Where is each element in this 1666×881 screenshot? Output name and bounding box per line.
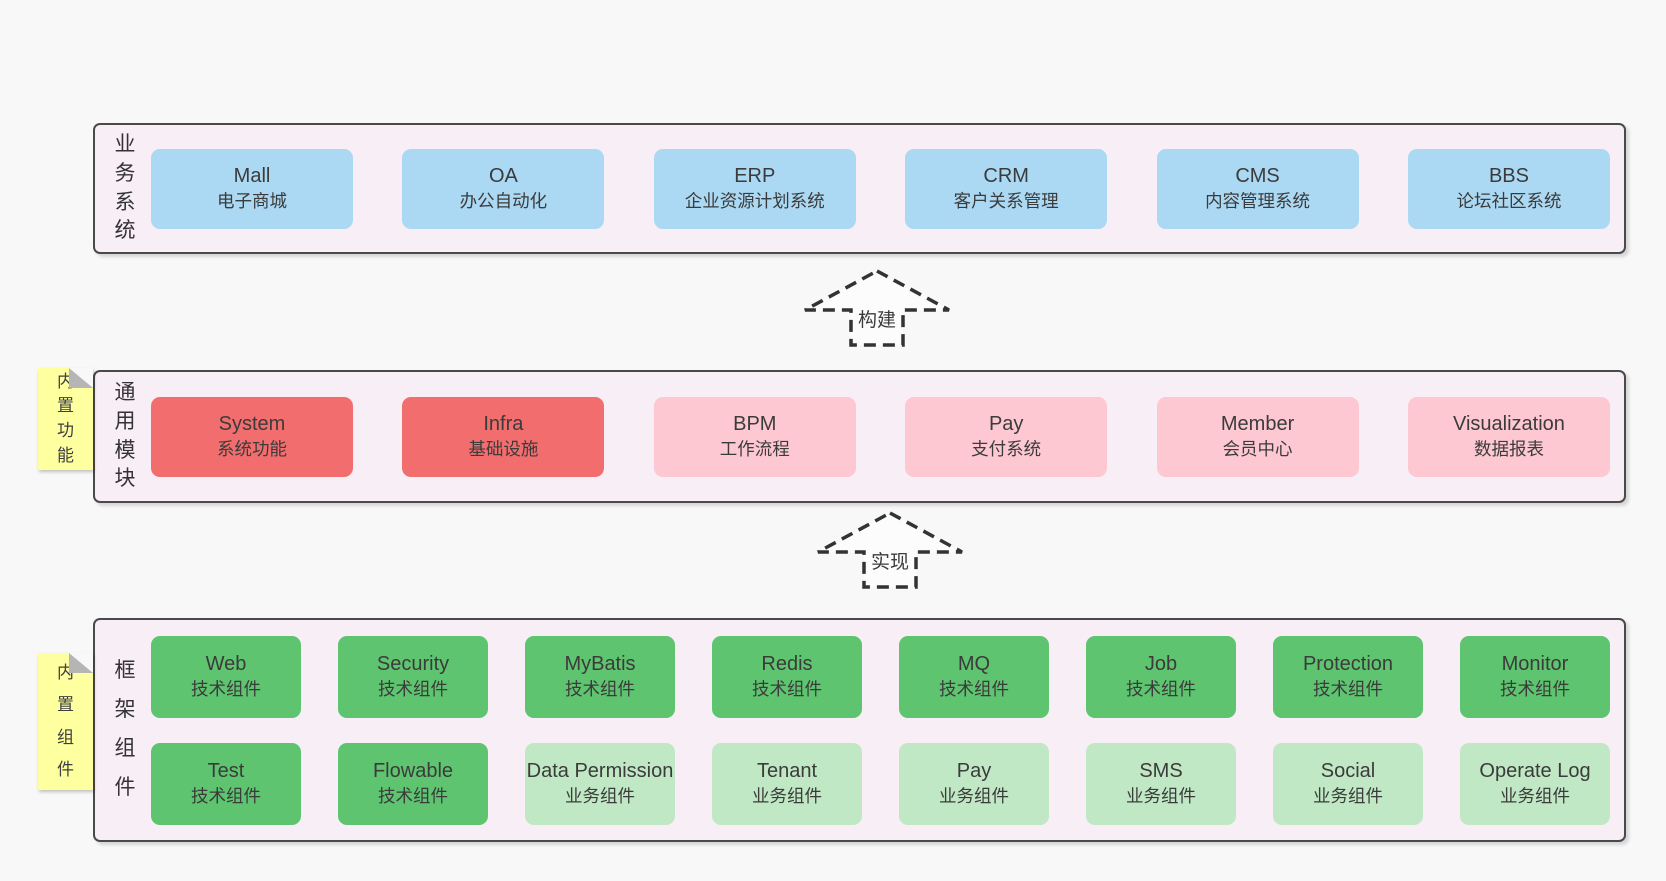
component-box-redis: Redis 技术组件: [712, 635, 862, 718]
component-box-operate-log: Operate Log 业务组件: [1460, 742, 1610, 825]
component-box-pay: Pay 业务组件: [899, 742, 1049, 825]
panel-label-business: 业务系统: [114, 132, 136, 243]
component-box-sms: SMS 业务组件: [1086, 742, 1236, 825]
component-boxes: Web 技术组件 Security 技术组件 MyBatis 技术组件 Redi…: [147, 620, 1624, 840]
component-row-2: Test 技术组件 Flowable 技术组件 Data Permission …: [151, 742, 1610, 825]
implement-arrow: 实现: [815, 510, 965, 595]
business-box-mall: Mall 电子商城: [151, 148, 353, 229]
module-box-visualization: Visualization 数据报表: [1407, 396, 1610, 477]
business-box-cms: CMS 内容管理系统: [1156, 148, 1359, 229]
module-box-system: System 系统功能: [151, 396, 353, 477]
component-row-1: Web 技术组件 Security 技术组件 MyBatis 技术组件 Redi…: [151, 635, 1610, 718]
component-box-test: Test 技术组件: [151, 742, 301, 825]
component-box-data-permission: Data Permission 业务组件: [525, 742, 675, 825]
implement-arrow-label: 实现: [871, 551, 909, 573]
business-box-crm: CRM 客户关系管理: [905, 148, 1108, 229]
module-box-infra: Infra 基础设施: [402, 396, 605, 477]
up-arrow-icon: 实现: [817, 511, 963, 589]
module-box-bpm: BPM 工作流程: [653, 396, 856, 477]
folded-corner-icon: [69, 368, 93, 388]
panel-business-systems: 业务系统 Mall 电子商城 OA 办公自动化 ERP 企业资源计划系统 CRM…: [93, 123, 1626, 254]
module-box-member: Member 会员中心: [1156, 396, 1359, 477]
component-box-social: Social 业务组件: [1273, 742, 1423, 825]
module-boxes-row: System 系统功能 Infra 基础设施 BPM 工作流程 Pay 支付系统…: [147, 372, 1624, 501]
sticky-note-builtin-functions: 内置功能: [38, 368, 93, 470]
component-box-web: Web 技术组件: [151, 635, 301, 718]
folded-corner-icon: [69, 653, 93, 673]
component-box-security: Security 技术组件: [338, 635, 488, 718]
module-box-pay: Pay 支付系统: [905, 396, 1108, 477]
business-box-bbs: BBS 论坛社区系统: [1407, 148, 1610, 229]
up-arrow-icon: 构建: [804, 269, 950, 347]
build-arrow: 构建: [802, 268, 952, 353]
panel-common-modules: 通用模块 System 系统功能 Infra 基础设施 BPM 工作流程 Pay…: [93, 370, 1626, 503]
component-box-job: Job 技术组件: [1086, 635, 1236, 718]
panel-label-modules: 通用模块: [114, 380, 136, 491]
component-box-tenant: Tenant 业务组件: [712, 742, 862, 825]
component-box-mq: MQ 技术组件: [899, 635, 1049, 718]
panel-framework-components: 框架组件 Web 技术组件 Security 技术组件 MyBatis 技术组件…: [93, 618, 1626, 842]
panel-label-components: 框架组件: [114, 659, 136, 799]
component-box-monitor: Monitor 技术组件: [1460, 635, 1610, 718]
business-box-erp: ERP 企业资源计划系统: [653, 148, 856, 229]
business-box-oa: OA 办公自动化: [402, 148, 605, 229]
component-box-mybatis: MyBatis 技术组件: [525, 635, 675, 718]
component-box-flowable: Flowable 技术组件: [338, 742, 488, 825]
business-boxes-row: Mall 电子商城 OA 办公自动化 ERP 企业资源计划系统 CRM 客户关系…: [147, 125, 1624, 252]
sticky-note-builtin-components: 内置组件: [38, 653, 93, 790]
component-box-protection: Protection 技术组件: [1273, 635, 1423, 718]
build-arrow-label: 构建: [858, 309, 896, 331]
